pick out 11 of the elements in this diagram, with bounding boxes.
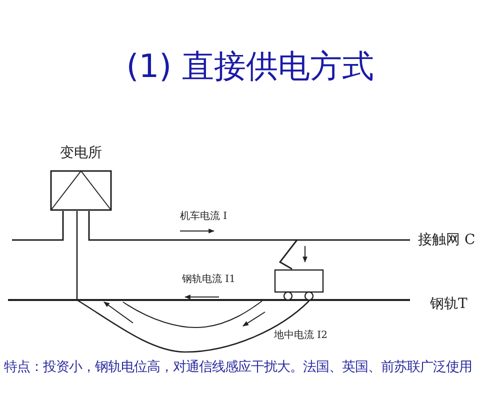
title: (1) 直接供电方式 [125,50,375,82]
feeder-line [76,211,310,353]
substation-label: 变电所 [59,146,103,160]
catenary-line [88,210,411,270]
catenary-line [12,211,64,241]
current-label: 地中电流 I2 [274,331,328,341]
current-label: 机车电流 I [180,212,228,222]
caption: 特点：投资小，钢轨电位高，对通信线感应干扰大。法国、英国、前苏联广泛使用 [4,361,472,374]
current-label: 钢轨电流 I1 [182,275,236,285]
line-label: 接触网 C [418,233,476,247]
line-label: 钢轨T [430,297,468,311]
